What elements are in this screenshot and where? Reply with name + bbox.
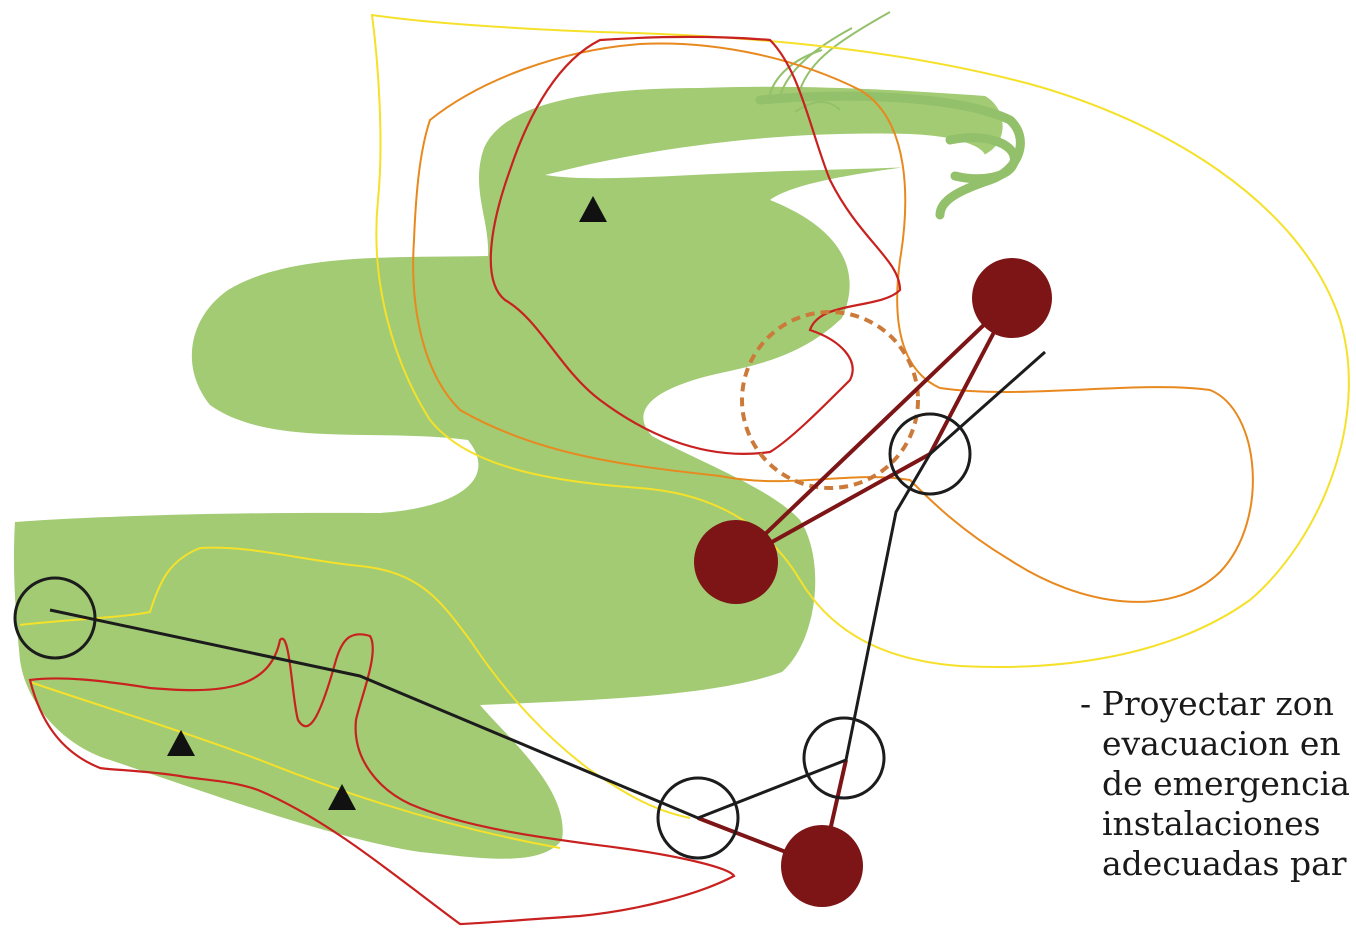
green-zone-arm-loop [945,133,1019,184]
green-zone-sprout-3 [767,49,823,105]
note-text: - Proyectar zon evacuacion en de emergen… [1080,684,1350,884]
route-waypoint-4 [888,412,972,496]
red-outline-upper [489,35,902,455]
red-node-1 [972,258,1052,338]
green-zone-sprout-4 [794,101,841,113]
evacuation-route-line [49,350,1046,820]
green-zone-upper-gap [545,133,986,179]
route-waypoints [13,412,972,860]
orange-outline [412,42,1254,603]
note-line: de emergencia [1102,764,1350,803]
green-zone-sprout-2 [779,27,853,97]
green-zone [13,11,1025,859]
green-zone-sprout-1 [799,11,891,91]
route-waypoint-3 [802,716,886,800]
yellow-outline [370,13,1350,668]
triangle-marker-icon [328,784,356,810]
red-node-3 [781,825,863,907]
green-zone-main [13,86,1003,859]
green-zone-thin-arm [755,91,1025,220]
red-outline-lower [28,633,736,926]
route-waypoint-1 [13,576,97,660]
route-waypoint-2 [656,776,740,860]
triangle-marker-icon [579,196,607,222]
note-line: instalaciones [1102,804,1321,843]
red-nodes [694,258,1052,907]
triangle-marker-icon [167,730,195,756]
node-link-1 [734,296,1014,564]
dashed-focus-circle [740,310,920,490]
note-line: evacuacion en [1102,724,1341,763]
yellow-outline-inner [19,546,691,849]
note-line: - Proyectar zon [1080,684,1334,723]
note-line: adecuadas par [1102,844,1347,883]
triangle-markers [167,196,607,810]
red-node-2 [694,520,778,604]
